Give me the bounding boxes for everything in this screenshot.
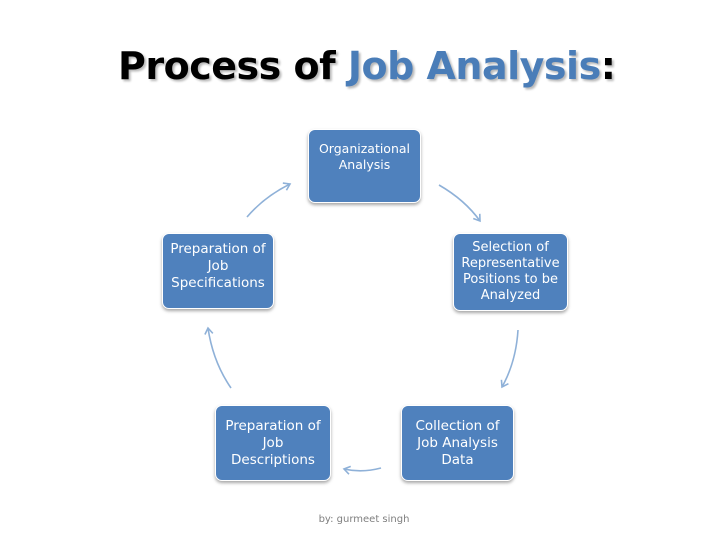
node-selection-of-representative-positions: Selection of Representative Positions to…: [453, 233, 568, 311]
arrow-collection-to-descriptions: [342, 465, 382, 475]
title-part-job-analysis: Job Analysis: [347, 44, 601, 88]
title-part-process-of: Process of: [118, 44, 348, 88]
arrow-selection-to-collection: [500, 329, 519, 389]
author-credit: by: gurmeet singh: [318, 514, 410, 525]
page-title: Process of Job Analysis:: [118, 38, 616, 94]
arrow-specifications-to-analysis: [246, 182, 292, 218]
node-preparation-of-job-specifications: Preparation of Job Specifications: [162, 233, 274, 309]
arrow-descriptions-to-specifications: [204, 326, 232, 389]
node-organizational-analysis: Organizational Analysis: [308, 129, 421, 203]
node-preparation-of-job-descriptions: Preparation of Job Descriptions: [215, 405, 331, 481]
title-part-colon: :: [600, 44, 616, 88]
node-collection-of-job-analysis-data: Collection of Job Analysis Data: [401, 405, 514, 481]
arrow-analysis-to-selection: [438, 184, 481, 223]
